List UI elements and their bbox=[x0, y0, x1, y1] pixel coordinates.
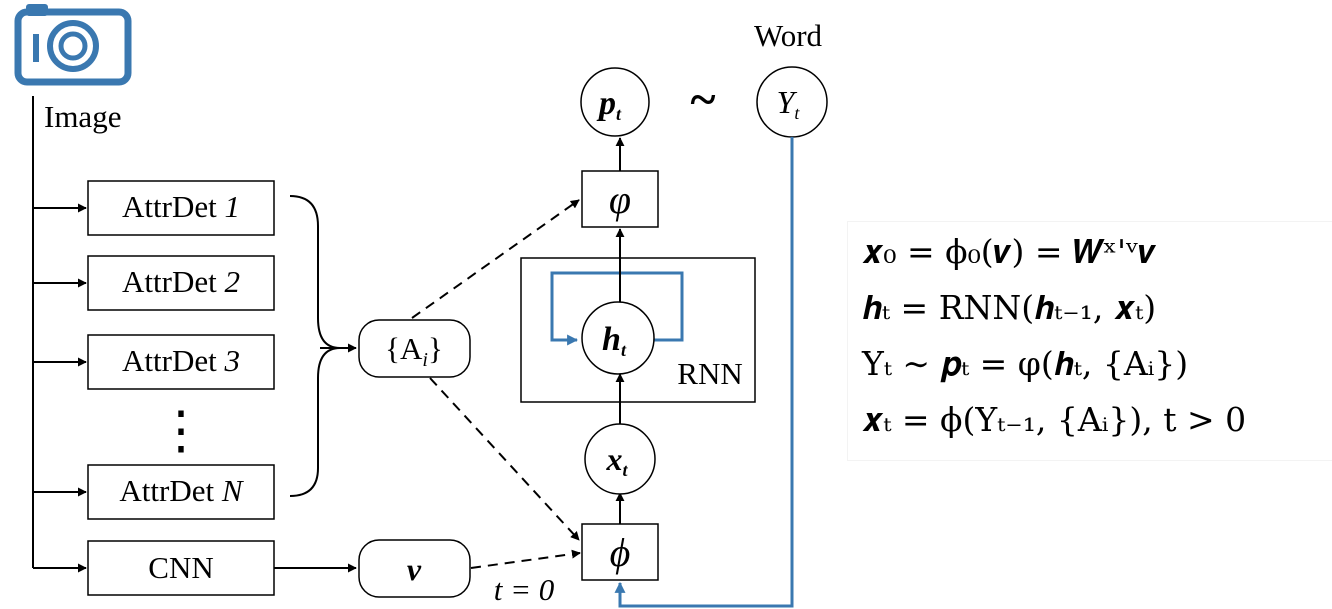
dashed-v-to-phi bbox=[470, 549, 581, 569]
cnn-box: CNN bbox=[87, 540, 275, 596]
attrdet-box-2: AttrDet 2 bbox=[87, 255, 275, 311]
svg-text:AttrDet N: AttrDet N bbox=[119, 473, 244, 508]
equation-1: 𝒙₀ = ϕ₀(𝒗) = 𝑾ˣ'ᵛ𝒗 bbox=[862, 232, 1157, 271]
tilde: ~ bbox=[691, 73, 716, 126]
svg-text:ϕ: ϕ bbox=[610, 530, 631, 575]
dashed-attributes-to-phi bbox=[429, 377, 580, 541]
v-node: v bbox=[358, 539, 471, 598]
svg-text:xt: xt bbox=[605, 441, 628, 480]
svg-text:CNN: CNN bbox=[148, 550, 213, 585]
attrdet-box-1: AttrDet 1 bbox=[87, 180, 275, 236]
svg-text:AttrDet 2: AttrDet 2 bbox=[122, 264, 240, 299]
dashed-attributes-to-varphi bbox=[411, 199, 580, 319]
equation-3: Yₜ ∼ 𝒑ₜ = φ(𝒉ₜ, {Aᵢ}) bbox=[862, 344, 1189, 383]
svg-text:RNN: RNN bbox=[677, 356, 742, 391]
camera-icon bbox=[14, 4, 132, 86]
attrdet-box-3: AttrDet 3 bbox=[87, 334, 275, 390]
y-node: Yt bbox=[756, 66, 828, 138]
image-label: Image bbox=[44, 99, 121, 134]
svg-text:pt: pt bbox=[596, 85, 622, 124]
svg-text:AttrDet 1: AttrDet 1 bbox=[122, 189, 240, 224]
rnn-box: RNN bbox=[520, 257, 756, 403]
svg-text:v: v bbox=[407, 551, 422, 587]
attributes-node: {Ai} bbox=[358, 319, 471, 378]
equations-panel: 𝒙₀ = ϕ₀(𝒗) = 𝑾ˣ'ᵛ𝒗 𝒉ₜ = RNN(𝒉ₜ₋₁, 𝒙ₜ) Yₜ… bbox=[848, 222, 1332, 460]
recurrent-loop bbox=[550, 271, 684, 346]
equation-2: 𝒉ₜ = RNN(𝒉ₜ₋₁, 𝒙ₜ) bbox=[862, 288, 1157, 327]
t0-label: t = 0 bbox=[494, 572, 555, 607]
svg-text:ht: ht bbox=[602, 321, 627, 360]
svg-text:Yt: Yt bbox=[777, 84, 801, 123]
svg-text:AttrDet 3: AttrDet 3 bbox=[122, 343, 240, 378]
phi-box: ϕ bbox=[581, 523, 659, 581]
brace bbox=[289, 195, 341, 497]
word-feedback-line bbox=[614, 137, 794, 608]
p-node: pt bbox=[580, 67, 650, 137]
word-label: Word bbox=[754, 18, 823, 53]
attrdet-box-n: AttrDet N bbox=[87, 464, 275, 520]
svg-text:{Ai}: {Ai} bbox=[385, 331, 443, 371]
h-node: ht bbox=[581, 301, 655, 375]
varphi-box: φ bbox=[581, 170, 659, 228]
x-node: xt bbox=[584, 423, 656, 495]
ellipsis: ⋮ bbox=[155, 403, 207, 460]
svg-text:φ: φ bbox=[609, 177, 631, 222]
equation-4: 𝒙ₜ = ϕ(Yₜ₋₁, {Aᵢ}), t > 0 bbox=[862, 400, 1247, 439]
